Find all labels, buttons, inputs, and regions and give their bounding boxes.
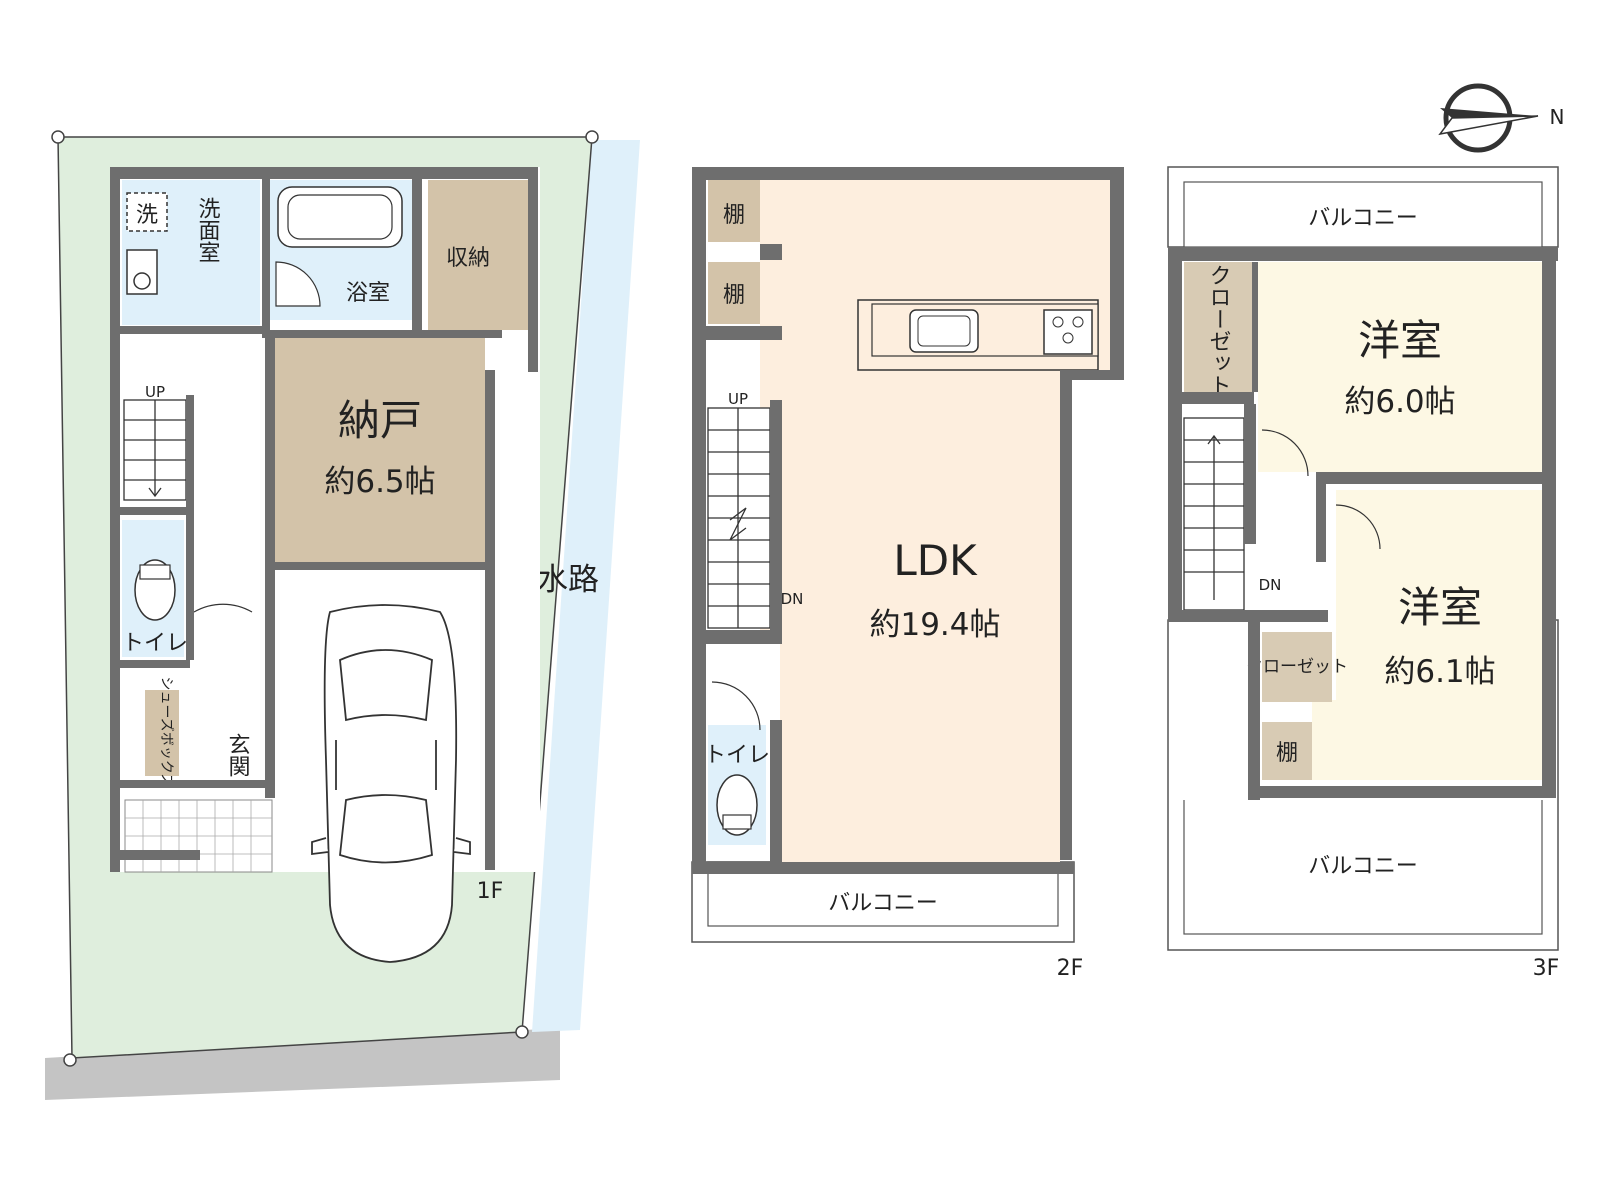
laundry-pan <box>126 192 168 232</box>
storeroom-name: 納戸 <box>338 396 422 445</box>
storeroom-size: 約6.5帖 <box>324 464 435 500</box>
floor-3f-label: 3F <box>1533 956 1560 981</box>
compass-north-label: N <box>1550 105 1565 129</box>
compass-icon: N <box>1438 83 1565 153</box>
car-icon <box>311 604 471 963</box>
bedroom-b <box>1336 490 1542 780</box>
floor-2f: バルコニー LDK 約19.4帖 棚 棚 UP DN <box>691 167 1124 981</box>
ldk-name: LDK <box>893 536 978 585</box>
stairs-3f-dn: DN <box>1259 576 1282 594</box>
toilet-label: トイレ <box>122 631 188 656</box>
stairs-3f <box>1183 417 1245 611</box>
shoe-box <box>145 690 179 776</box>
ldk-size: 約19.4帖 <box>869 607 1000 643</box>
floor-1f: 洗 洗面室 浴室 収納 納戸 約6.5帖 UP トイレ <box>110 167 540 963</box>
bedroom-a-name: 洋室 <box>1358 316 1442 365</box>
waterway-strip <box>532 140 640 1032</box>
closet-3f-a <box>1184 262 1252 392</box>
storage-label: 収納 <box>446 246 490 271</box>
storage-1f <box>428 180 528 330</box>
entrance-label: 玄関 <box>225 733 250 777</box>
bedroom-a-size: 約6.0帖 <box>1344 384 1455 420</box>
washbasin <box>126 249 158 295</box>
ldk <box>760 180 1110 862</box>
balcony-3f-top-label: バルコニー <box>1308 206 1418 231</box>
road-strip <box>45 1028 560 1100</box>
shelf-2f-a <box>708 180 760 242</box>
floor-1f-label: 1F <box>477 879 504 904</box>
walls-3f <box>1168 247 1558 800</box>
closet-3f-b-label: クローゼット <box>1246 657 1348 677</box>
stairs-2f-up: UP <box>728 390 748 408</box>
stairs-1f <box>123 399 187 501</box>
bedroom-a <box>1258 262 1542 472</box>
shoe-box-label: シューズボックス <box>158 677 174 788</box>
waterway-label: 水路 <box>537 562 599 598</box>
laundry-mark: 洗 <box>136 203 158 228</box>
walls-2f <box>692 167 1124 874</box>
floor-3f: バルコニー バルコニー 洋室 約6.0帖 クローゼット 洋室 約6.1帖 クロー… <box>1167 166 1560 981</box>
stairs-2f-dn: DN <box>781 590 804 608</box>
shelf-2f-b <box>708 262 760 324</box>
stairs-2f <box>707 407 771 629</box>
balcony-2f-label: バルコニー <box>828 891 938 916</box>
shelf-3f <box>1262 722 1312 780</box>
boundary-marker <box>63 1053 77 1067</box>
bedroom-b-size: 約6.1帖 <box>1384 654 1495 690</box>
stairs-up-label: UP <box>145 383 165 401</box>
boundary-marker <box>51 130 65 144</box>
walls-1f <box>110 167 538 872</box>
boundary-marker <box>515 1025 529 1039</box>
balcony-3f-bottom-label: バルコニー <box>1308 854 1418 879</box>
closet-3f-a-label: クローゼット <box>1206 264 1231 396</box>
closet-3f-b <box>1262 632 1332 702</box>
storeroom <box>275 335 485 565</box>
bath-label: 浴室 <box>346 281 390 306</box>
washbasin-bowl <box>133 272 151 290</box>
toilet-2f-label: トイレ <box>704 743 770 768</box>
boundary-marker <box>585 130 599 144</box>
washroom-label: 洗面室 <box>195 197 221 263</box>
shelf-3f-label: 棚 <box>1276 741 1298 766</box>
bedroom-b-name: 洋室 <box>1398 583 1482 632</box>
shelf-2f-b-label: 棚 <box>723 283 745 308</box>
floor-2f-label: 2F <box>1057 956 1084 981</box>
shelf-2f-a-label: 棚 <box>723 203 745 228</box>
stove-icon <box>1043 309 1093 355</box>
